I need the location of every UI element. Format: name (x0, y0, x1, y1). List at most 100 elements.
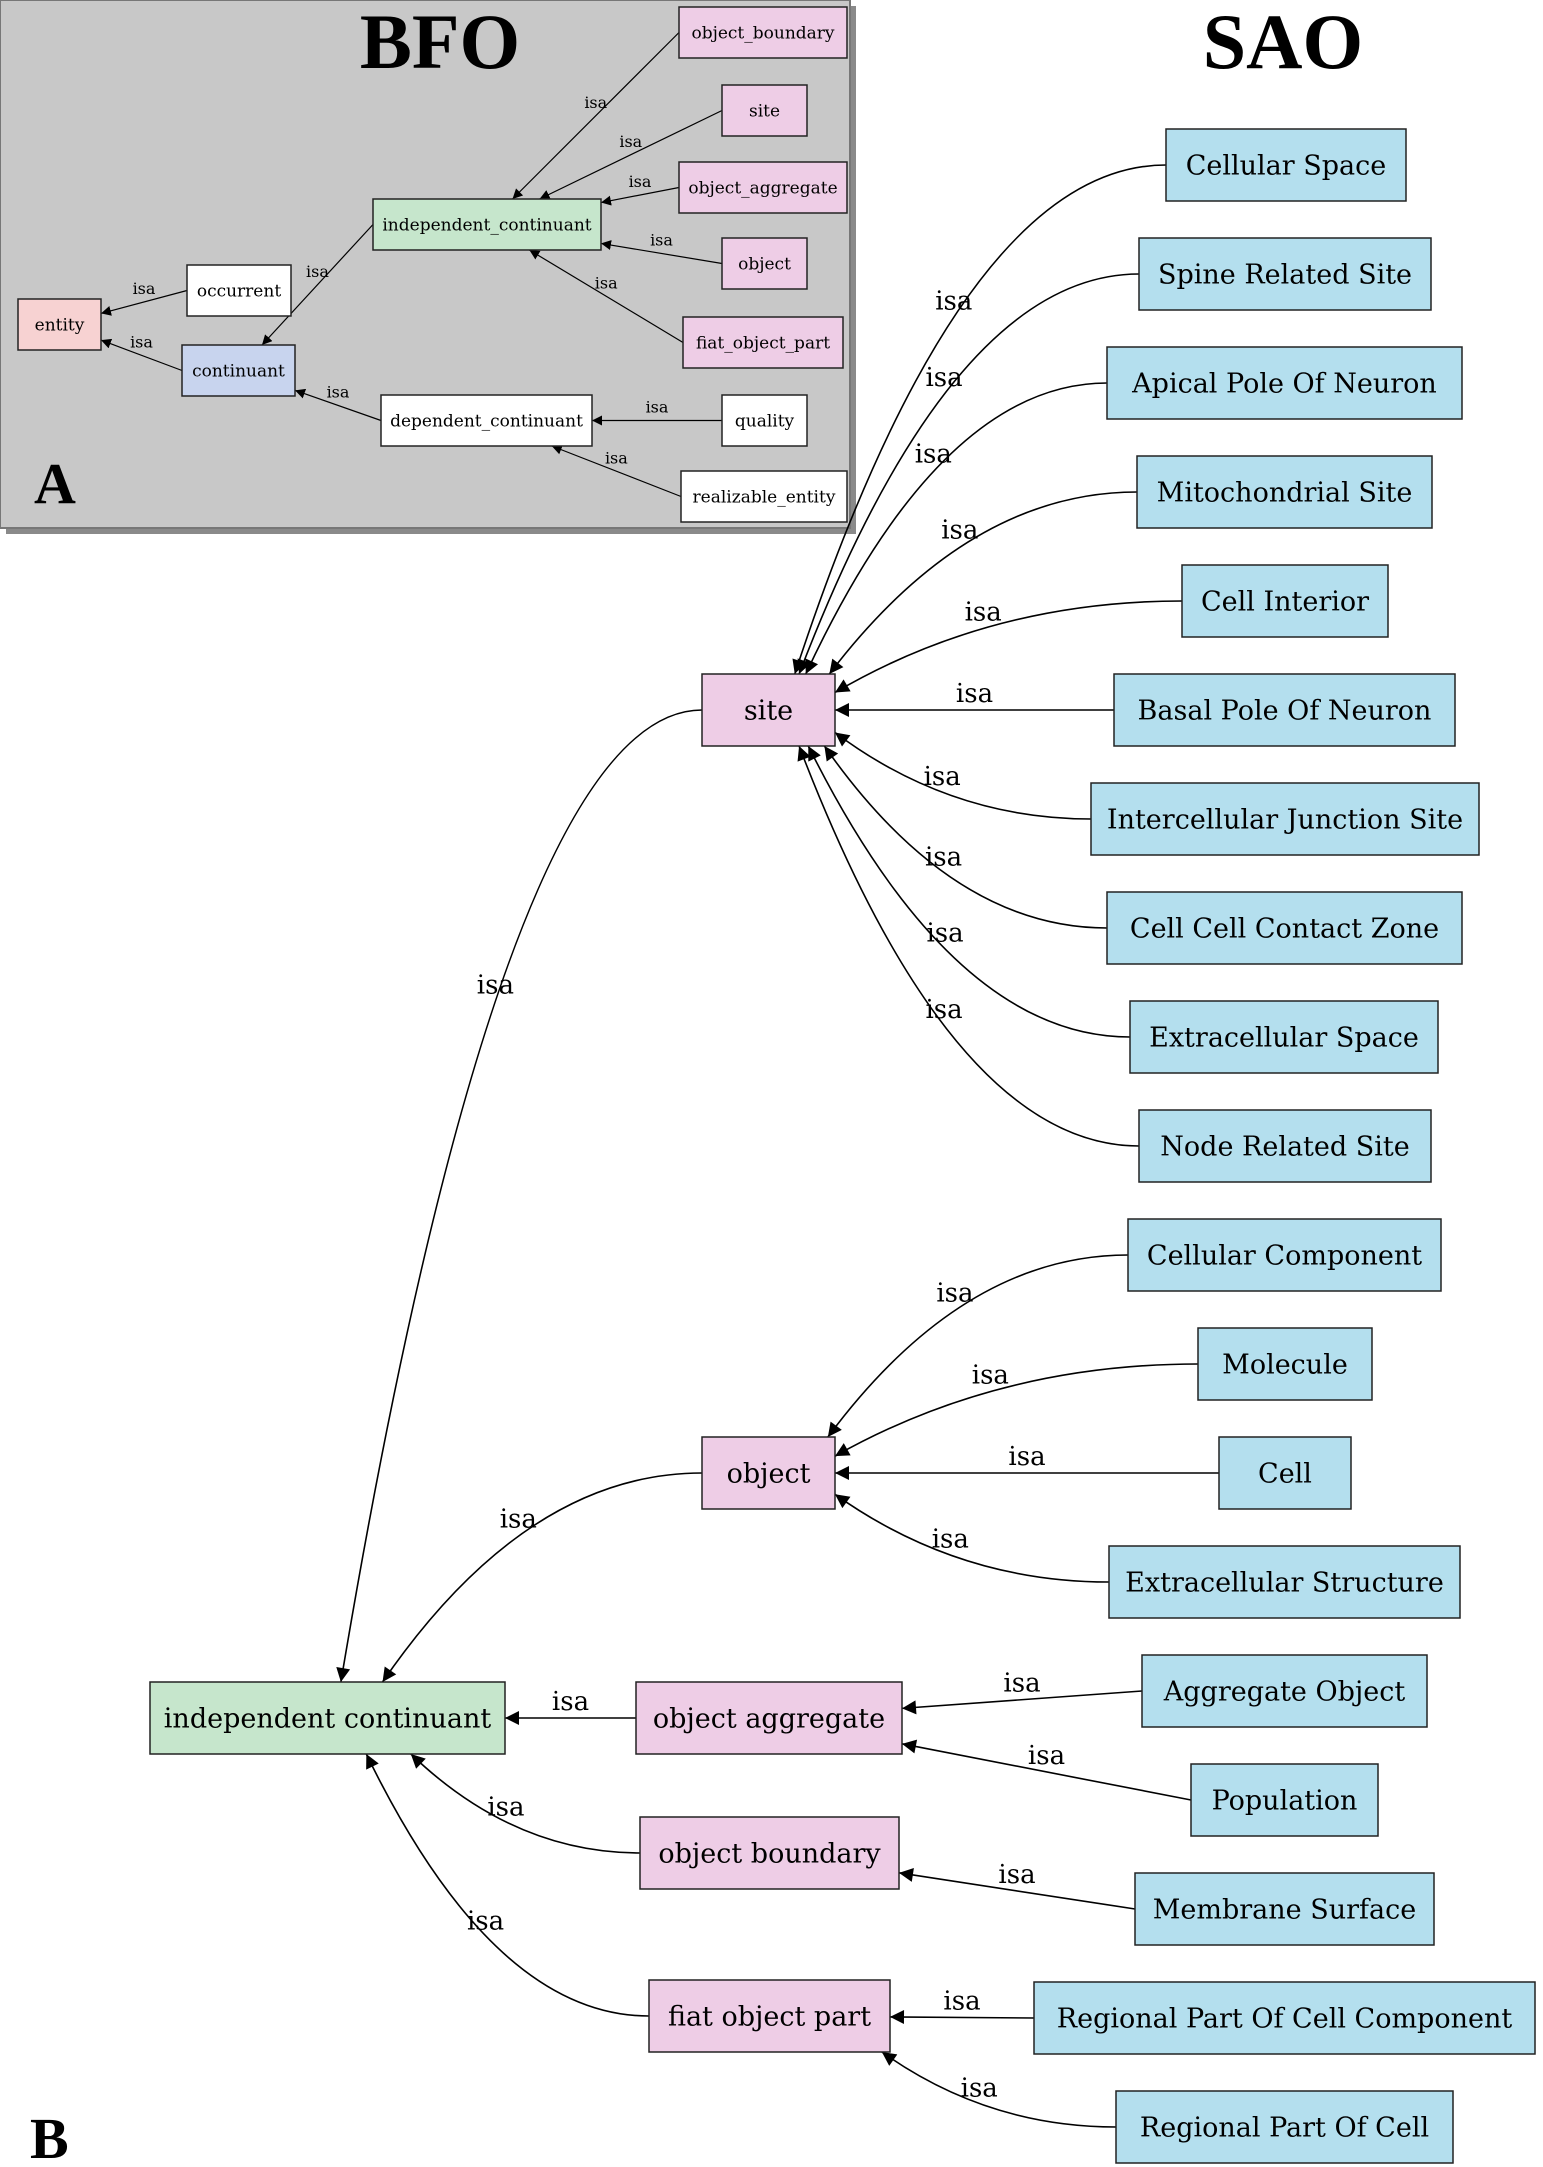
sao-edge-label: isa (487, 1792, 524, 1822)
bfo-edge-quality-to-dependent-continuant: isa (592, 398, 722, 426)
sao-node-box (1090, 782, 1480, 856)
sao-edge-label: isa (925, 363, 962, 393)
sao-node-regional-part-cell-component: Regional Part Of Cell Component (1033, 1981, 1536, 2055)
sao-node-membrane-surface: Membrane Surface (1134, 1872, 1435, 1946)
sao-node-population: Population (1190, 1763, 1379, 1837)
bfo-node-object: object (721, 237, 808, 290)
sao-node-box (635, 1681, 903, 1755)
sao-node-label: Membrane Surface (1153, 1894, 1416, 1925)
bfo-edge-label: isa (306, 262, 329, 281)
bfo-node-object-boundary: object_boundary (678, 6, 848, 59)
sao-edge-line (797, 273, 1140, 675)
bfo-edge-occurrent-to-entity: isa (100, 279, 188, 316)
sao-node-label: Molecule (1222, 1349, 1348, 1380)
sao-edge-spine-related-site-to-site: isa (797, 273, 1140, 675)
bfo-node-occurrent: occurrent (186, 264, 292, 317)
bfo-edge-fiat-object-part-to-independent-continuant: isa (529, 249, 684, 344)
bfo-heading: BFO (360, 0, 520, 85)
bfo-edge-label: isa (133, 279, 156, 298)
sao-node-molecule: Molecule (1197, 1327, 1373, 1401)
sao-node-label: Intercellular Junction Site (1107, 804, 1463, 835)
bfo-node-dependent-continuant: dependent_continuant (380, 394, 593, 447)
sao-edge-line (834, 1493, 1110, 1583)
sao-edge-label: isa (998, 1860, 1035, 1890)
sao-node-label: Cell Interior (1201, 586, 1369, 617)
bfo-node-continuant: continuant (181, 344, 296, 397)
sao-edge-cell-cell-contact-to-site: isa (823, 745, 1108, 929)
sao-node-box (1141, 1654, 1428, 1728)
sao-edge-label: isa (941, 516, 978, 546)
sao-node-object-aggregate: object aggregate (635, 1681, 903, 1755)
sao-node-object: object (701, 1436, 836, 1510)
bfo-node-box (721, 394, 808, 447)
bfo-node-label: realizable_entity (693, 487, 836, 507)
bfo-node-box (181, 344, 296, 397)
bfo-nodes: object_boundarysiteobject_aggregateindep… (17, 6, 848, 523)
sao-edge-line (901, 1739, 1192, 1801)
sao-node-mitochondrial-site: Mitochondrial Site (1136, 455, 1433, 529)
sao-edge-line (797, 745, 1140, 1147)
bfo-node-box (186, 264, 292, 317)
sao-edge-apical-pole-to-site: isa (805, 382, 1108, 675)
sao-node-label: Apical Pole Of Neuron (1131, 368, 1437, 399)
sao-node-basal-pole: Basal Pole Of Neuron (1113, 673, 1456, 747)
bfo-edge-label: isa (646, 398, 669, 417)
sao-node-extracellular-structure: Extracellular Structure (1108, 1545, 1461, 1619)
bfo-edge-label: isa (629, 172, 652, 191)
bfo-node-label: object_boundary (691, 23, 834, 43)
bfo-edge-line (512, 32, 680, 200)
sao-node-box (1138, 237, 1432, 311)
sao-edge-line (805, 382, 1108, 675)
sao-edge-line (823, 745, 1108, 929)
bfo-edge-line (551, 444, 682, 498)
sao-edge-regional-part-cell-component-to-fiat-object-part: isa (889, 1986, 1035, 2025)
sao-node-box (648, 1979, 891, 2053)
panel-label-b: B (30, 2106, 69, 2167)
sao-edge-regional-part-cell-to-fiat-object-part: isa (881, 2051, 1117, 2128)
sao-edge-label: isa (924, 762, 961, 792)
bfo-edge-site-to-independent-continuant: isa (539, 109, 723, 200)
sao-node-label: Regional Part Of Cell (1140, 2112, 1429, 2143)
sao-node-box (1115, 2090, 1454, 2164)
sao-edge-line (410, 1753, 641, 1854)
sao-edge-cell-interior-to-site: isa (834, 597, 1183, 694)
bfo-node-label: site (749, 101, 780, 121)
panel-label-a: A (34, 451, 76, 516)
sao-edge-line (365, 1753, 650, 2017)
bfo-edge-realizable-entity-to-dependent-continuant: isa (551, 444, 682, 498)
sao-node-box (1136, 455, 1433, 529)
sao-node-fiat-object-part: fiat object part (648, 1979, 891, 2053)
sao-edge-label: isa (961, 2074, 998, 2104)
sao-edge-label: isa (965, 597, 1002, 627)
bfo-edge-label: isa (584, 93, 607, 112)
sao-node-label: Cell Cell Contact Zone (1130, 913, 1439, 944)
sao-edge-label: isa (1003, 1669, 1040, 1699)
bfo-edge-label: isa (327, 382, 350, 401)
bfo-edge-line (261, 224, 374, 346)
sao-node-site: site (701, 673, 836, 747)
bfo-edge-line (600, 186, 680, 206)
sao-node-label: Cell (1258, 1458, 1312, 1489)
sao-edge-label: isa (935, 287, 972, 317)
bfo-edge-line (539, 109, 723, 200)
sao-node-label: object (727, 1458, 811, 1489)
bfo-edge-object-aggregate-to-independent-continuant: isa (600, 172, 680, 206)
sao-edge-line (807, 745, 1131, 1038)
sao-edge-label: isa (956, 679, 993, 709)
sao-edge-label: isa (932, 1525, 969, 1555)
sao-node-box (701, 1436, 836, 1510)
sao-node-label: fiat object part (668, 2001, 871, 2032)
bfo-node-box (680, 470, 848, 523)
sao-edge-node-related-site-to-site: isa (797, 745, 1140, 1147)
sao-node-box (1190, 1763, 1379, 1837)
bfo-node-fiat-object-part: fiat_object_part (682, 316, 844, 369)
bfo-node-object-aggregate: object_aggregate (678, 161, 848, 214)
sao-node-box (1129, 1000, 1439, 1074)
sao-edge-molecule-to-object: isa (834, 1361, 1199, 1457)
sao-node-cell-cell-contact: Cell Cell Contact Zone (1106, 891, 1463, 965)
sao-edge-label: isa (926, 919, 963, 949)
bfo-edge-label: isa (619, 132, 642, 151)
sao-edge-label: isa (936, 1279, 973, 1309)
